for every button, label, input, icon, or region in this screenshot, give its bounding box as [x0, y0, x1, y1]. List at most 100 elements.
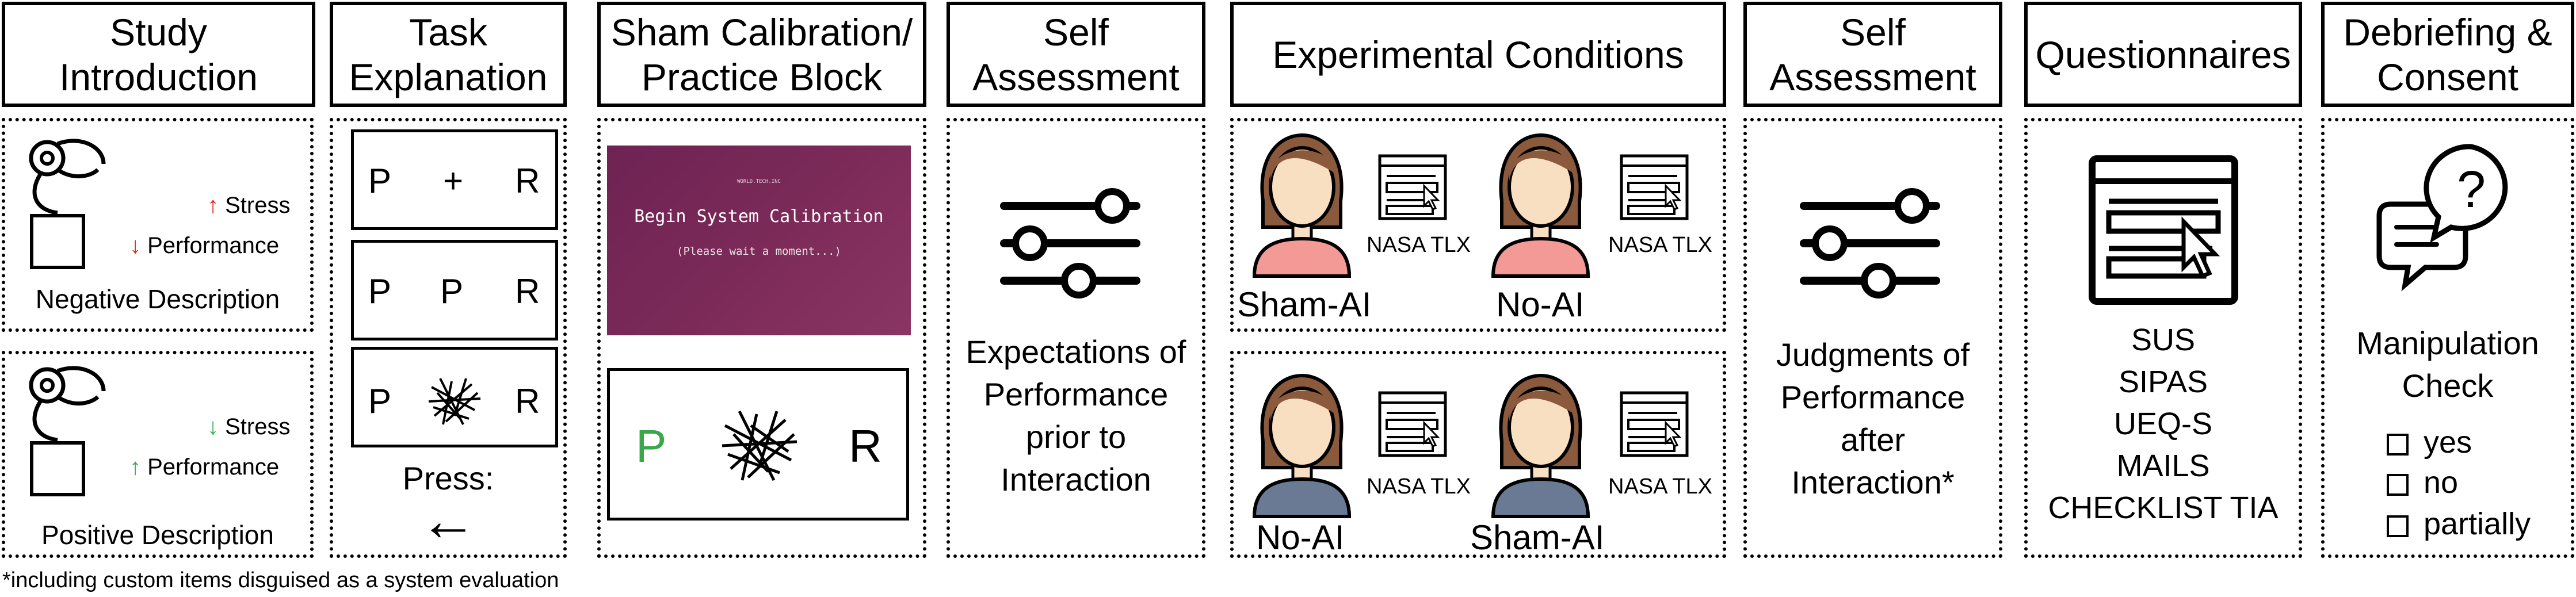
nasa-tlx-label: NASA TLX	[1608, 474, 1712, 499]
option-label: no	[2424, 465, 2459, 500]
checkbox-icon	[2387, 473, 2409, 496]
header-label: Sham Calibration/ Practice Block	[610, 10, 913, 98]
form-icon	[1620, 154, 1689, 220]
task-stimulus-fixation: P + R	[351, 129, 558, 230]
positive-description: Positive Description	[41, 520, 274, 550]
questionnaire-ueq-s: UEQ-S	[2113, 407, 2213, 441]
participant-avatar-icon	[1491, 133, 1590, 278]
letter-r: R	[515, 382, 540, 420]
questionnaire-form-icon	[2089, 155, 2238, 305]
task-stimulus-repeat: P P R	[351, 240, 558, 340]
press-label: Press:	[402, 460, 494, 496]
letter-r: R	[849, 420, 882, 472]
expectations-text: Expectations of Performance prior to Int…	[965, 334, 1186, 498]
questionnaire-mails: MAILS	[2116, 449, 2210, 483]
negative-stress-row: ↑ Stress	[207, 193, 290, 219]
positive-stress-row: ↓ Stress	[207, 414, 290, 440]
header-self-assessment-2: Self Assessment	[1743, 2, 2002, 107]
option-yes: yes	[2387, 424, 2472, 460]
header-sham-calibration: Sham Calibration/ Practice Block	[597, 2, 926, 107]
intro-positive-panel	[2, 351, 314, 558]
negative-description: Negative Description	[35, 284, 280, 314]
stethoscope-icon	[29, 366, 106, 496]
calibration-subtitle: (Please wait a moment...)	[677, 245, 841, 258]
option-label: yes	[2424, 425, 2472, 460]
letter-p: P	[440, 272, 464, 311]
arrow-up-icon: ↑	[207, 193, 219, 218]
header-self-assessment-1: Self Assessment	[947, 2, 1205, 107]
checkbox-icon	[2387, 515, 2409, 537]
header-label: Debriefing & Consent	[2343, 10, 2552, 98]
header-task-explanation: Task Explanation	[330, 2, 567, 107]
questionnaire-checklist-tia: CHECKLIST TIA	[2048, 491, 2279, 525]
judgments-text: Judgments of Performance after Interacti…	[1776, 336, 1970, 500]
condition-label-no-ai: No-AI	[1256, 518, 1345, 557]
header-questionnaires: Questionnaires	[2024, 2, 2302, 107]
chat-question-icon: ?	[2376, 144, 2508, 292]
conditions-top-panel	[1230, 118, 1726, 332]
header-study-introduction: Study Introduction	[2, 2, 315, 107]
arrow-down-icon: ↓	[129, 233, 141, 258]
header-label: Study Introduction	[59, 10, 258, 98]
option-partially: partially	[2387, 506, 2531, 542]
participant-avatar-icon	[1252, 373, 1352, 518]
negative-performance-row: ↓ Performance	[129, 233, 279, 259]
calibration-screen: WORLD.TECH.INC Begin System Calibration …	[607, 146, 911, 335]
scribble-mask-icon	[722, 410, 797, 481]
stress-label: Stress	[225, 193, 291, 218]
arrow-up-icon: ↑	[129, 454, 141, 480]
questionnaire-sus: SUS	[2131, 323, 2196, 357]
nasa-tlx-label: NASA TLX	[1367, 233, 1471, 257]
condition-label-no-ai: No-AI	[1496, 285, 1585, 324]
calibration-title: Begin System Calibration	[634, 206, 884, 227]
header-label: Questionnaires	[2035, 33, 2291, 76]
condition-label-sham-ai: Sham-AI	[1237, 285, 1372, 324]
arrow-left-icon: ←	[419, 488, 477, 553]
debriefing-panel	[2321, 118, 2574, 558]
positive-performance-row: ↑ Performance	[129, 454, 279, 480]
letter-r: R	[515, 162, 540, 200]
letter-p: P	[368, 382, 392, 420]
questionnaire-sipas: SIPAS	[2118, 365, 2208, 399]
task-panel	[330, 118, 567, 558]
participant-avatar-icon	[1491, 373, 1590, 518]
letter-p: P	[368, 162, 392, 200]
participant-avatar-icon	[1252, 133, 1352, 278]
performance-label: Performance	[147, 233, 280, 258]
manipulation-check-label: Manipulation Check	[2356, 325, 2539, 404]
letter-r: R	[515, 272, 540, 311]
option-no: no	[2387, 465, 2458, 500]
letter-p: P	[368, 272, 392, 311]
question-mark-glyph: ?	[2457, 161, 2486, 219]
checkbox-icon	[2387, 433, 2409, 456]
footnote: *including custom items disguised as a s…	[2, 568, 559, 592]
questionnaires-panel	[2024, 118, 2302, 558]
letter-p: P	[636, 420, 667, 472]
header-debriefing: Debriefing & Consent	[2321, 2, 2574, 107]
header-label: Self Assessment	[1769, 10, 1976, 98]
option-label: partially	[2424, 507, 2531, 541]
form-icon	[1378, 154, 1447, 220]
header-experimental-conditions: Experimental Conditions	[1230, 2, 1726, 107]
form-icon	[1620, 391, 1689, 457]
performance-label: Performance	[147, 454, 280, 480]
fixation-cross: +	[443, 162, 464, 200]
calibration-panel	[597, 118, 926, 558]
intro-negative-panel	[2, 118, 314, 332]
nasa-tlx-label: NASA TLX	[1608, 233, 1712, 257]
arrow-down-icon: ↓	[207, 414, 219, 439]
conditions-bottom-panel	[1230, 351, 1726, 558]
sliders-icon	[1000, 188, 1140, 298]
header-label: Self Assessment	[972, 10, 1180, 98]
scribble-mask-icon	[428, 378, 481, 425]
header-label: Experimental Conditions	[1272, 33, 1684, 76]
stress-label: Stress	[225, 414, 291, 439]
nasa-tlx-label: NASA TLX	[1367, 474, 1471, 499]
self-assessment-2-panel	[1743, 118, 2002, 558]
header-label: Task Explanation	[349, 10, 548, 98]
calibration-small-text: WORLD.TECH.INC	[737, 179, 781, 185]
practice-stimulus: P R	[607, 368, 909, 521]
sliders-icon	[1800, 188, 1940, 298]
self-assessment-1-panel	[947, 118, 1205, 558]
task-stimulus-mask: P R	[351, 347, 558, 447]
